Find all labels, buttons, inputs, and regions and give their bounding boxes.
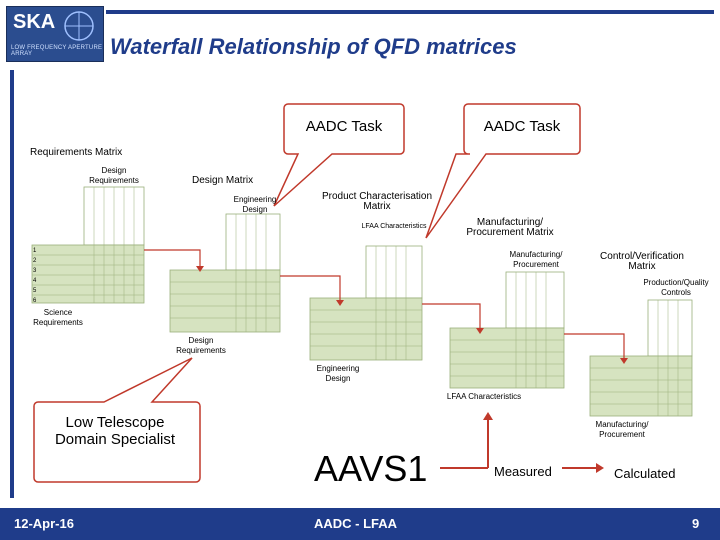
callout-aadc-task-1-text: AADC Task [305,118,383,135]
control-verification-matrix [589,299,693,417]
engineering-design-bottom-label: Engineering Design [316,364,360,383]
row-number: 1 [33,248,37,254]
row-number: 5 [33,288,37,294]
row-number: 4 [33,278,37,284]
manufacturing-procurement-bottom-label: Manufacturing/ Procurement [595,420,649,439]
engineering-design-top-label: Engineering Design [233,195,277,214]
callout-aadc-task-2 [425,103,581,239]
lfaa-characteristics-bottom-label: LFAA Characteristics [446,392,522,401]
page-title: Waterfall Relationship of QFD matrices [110,34,517,59]
row-number: 6 [33,298,37,304]
logo-subtext: LOW FREQUENCY APERTURE ARRAY [11,45,103,57]
design-requirements-bottom-label: Design Requirements [176,336,226,355]
logo-text: SKA [13,11,56,33]
science-requirements-label: Science Requirements [33,308,83,327]
arrowhead [196,266,204,272]
manufacturing-procurement-matrix [449,271,565,389]
product-characterisation-matrix [309,245,423,361]
requirements-matrix [31,186,145,304]
production-quality-controls-label: Production/Quality Controls [643,278,709,297]
control-verification-matrix-label: Control/Verification Matrix [600,251,684,272]
page-number: 9 [692,516,700,531]
design-matrix-label: Design Matrix [192,175,254,186]
footer-bar [0,508,720,540]
lfaa-characteristics-top-label: LFAA Characteristics [361,223,427,230]
callout-aadc-task-2-text: AADC Task [483,118,561,135]
arrowhead [336,300,344,306]
antenna-icon [64,11,94,41]
aavs1-label: AAVS1 [314,448,428,489]
waterfall-arrows [144,249,625,360]
manufacturing-procurement-matrix-label: Manufacturing/ Procurement Matrix [466,217,554,238]
row-number: 2 [33,258,37,264]
callout-low-telescope-text: Low Telescope Domain Specialist [54,414,176,448]
footer-date: 12-Apr-16 [14,516,74,531]
measured-label: Measured [494,464,552,479]
left-rule [10,70,14,498]
arrowhead [620,358,628,364]
row-numbers: 1 2 3 4 5 6 [33,246,41,306]
measured-arrow [440,412,493,469]
header-rule [106,10,714,14]
design-requirements-top-label: Design Requirements [89,166,139,185]
calculated-label: Calculated [614,466,676,481]
calculated-arrow [562,463,604,473]
row-number: 3 [33,268,37,274]
callout-aadc-task-1 [273,103,405,207]
product-characterisation-matrix-label: Product Characterisation Matrix [321,191,433,212]
arrowhead [476,328,484,334]
callout-low-telescope [33,357,201,483]
requirements-matrix-label: Requirements Matrix [30,147,123,158]
ska-logo: SKA LOW FREQUENCY APERTURE ARRAY [6,6,104,62]
footer-center: AADC - LFAA [314,516,398,531]
manufacturing-procurement-top-label: Manufacturing/ Procurement [509,250,563,269]
design-matrix [169,213,281,333]
